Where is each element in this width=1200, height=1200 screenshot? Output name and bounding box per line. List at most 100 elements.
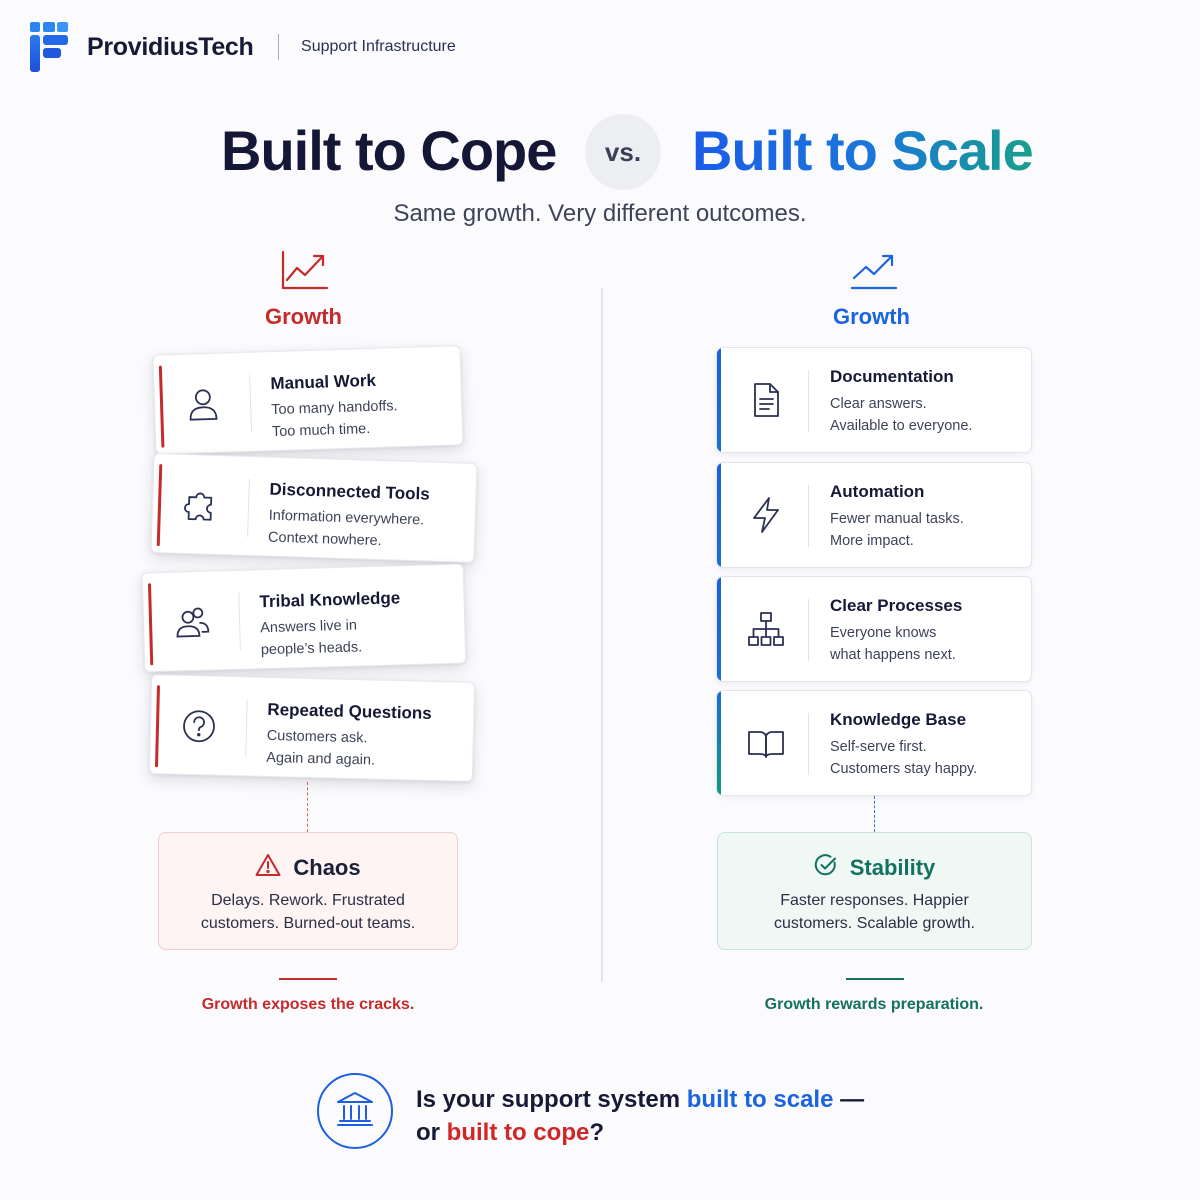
card-desc-line2: More impact. [830, 533, 914, 549]
outcome-line1: Faster responses. Happier [780, 892, 969, 909]
outcome-line2: customers. Burned-out teams. [200, 915, 416, 932]
document-icon [747, 381, 785, 419]
header: ProvidiusTech Support Infrastructure [30, 20, 456, 74]
card-divider [808, 485, 809, 547]
card-description: Everyone knows what happens next. [830, 622, 956, 666]
card-divider [247, 478, 250, 537]
providius-logo-icon [30, 20, 70, 74]
growth-chart-icon [850, 250, 898, 295]
title-row: Built to Cope vs. Built to Scale [0, 112, 1200, 192]
card-title: Repeated Questions [267, 699, 432, 723]
card-description: Customers ask. Again and again. [266, 725, 376, 772]
card-description: Information everywhere. Context nowhere. [268, 505, 425, 554]
card-documentation: Documentation Clear answers. Available t… [716, 347, 1032, 453]
outcome-heading: Chaos [159, 853, 457, 883]
header-divider [277, 34, 280, 60]
title-built-to-scale: Built to Scale [692, 119, 1034, 182]
growth-chart-icon [281, 250, 329, 295]
hierarchy-icon [747, 610, 785, 648]
bank-icon [335, 1090, 375, 1133]
card-divider [245, 699, 248, 758]
card-automation: Automation Fewer manual tasks. More impa… [716, 462, 1032, 568]
warning-icon [255, 853, 281, 883]
brand-name: ProvidiusTech [87, 32, 254, 61]
card-desc-line2: people’s heads. [260, 639, 363, 659]
card-repeated-questions: Repeated Questions Customers ask. Again … [148, 674, 476, 782]
tagline-rule-left [279, 978, 337, 980]
card-title: Clear Processes [830, 596, 963, 615]
cta-question: Is your support system built to scale — … [416, 1083, 864, 1149]
outcome-description: Delays. Rework. Frustrated customers. Bu… [159, 889, 457, 935]
outcome-stability: Stability Faster responses. Happier cust… [717, 832, 1032, 950]
vs-label: vs. [604, 136, 642, 167]
tagline-right: Growth rewards preparation. [764, 996, 984, 1013]
cta-line2: or built to cope? [416, 1116, 864, 1149]
cta-built-to-cope: built to cope [446, 1119, 590, 1146]
cta-part3: or [416, 1119, 447, 1146]
card-title: Automation [830, 482, 925, 501]
card-desc-line1: Answers live in [260, 617, 358, 637]
book-icon [747, 724, 785, 762]
check-circle-icon [814, 853, 838, 883]
connector-left [307, 782, 308, 832]
card-title: Manual Work [270, 370, 377, 394]
tagline-rule-right [846, 978, 904, 980]
card-desc-line1: Clear answers. [830, 396, 927, 412]
center-divider [601, 288, 603, 982]
card-description: Fewer manual tasks. More impact. [830, 508, 964, 552]
outcome-line1: Delays. Rework. Frustrated [211, 892, 405, 909]
card-description: Self-serve first. Customers stay happy. [830, 736, 977, 780]
card-title: Knowledge Base [830, 710, 967, 729]
card-divider [808, 370, 809, 432]
connector-right [874, 796, 875, 832]
cta-part2: — [833, 1086, 865, 1113]
puzzle-icon [182, 487, 219, 524]
card-title: Tribal Knowledge [259, 588, 401, 612]
card-divider [808, 713, 809, 775]
outcome-title: Stability [849, 855, 936, 880]
card-description: Too many handoffs. Too much time. [271, 395, 399, 443]
lightning-icon [747, 496, 785, 534]
card-desc-line1: Self-serve first. [830, 739, 927, 755]
card-desc-line2: Customers stay happy. [830, 761, 978, 777]
card-title: Documentation [830, 367, 954, 386]
page-subtitle: Same growth. Very different outcomes. [393, 200, 807, 227]
outcome-description: Faster responses. Happier customers. Sca… [718, 889, 1031, 935]
cta-line1: Is your support system built to scale — [416, 1083, 864, 1116]
card-divider [249, 374, 253, 433]
card-desc-line2: Too much time. [271, 421, 371, 441]
card-divider [808, 599, 809, 661]
card-clear-processes: Clear Processes Everyone knows what happ… [716, 576, 1032, 682]
card-title: Disconnected Tools [269, 479, 431, 504]
tagline-left: Growth exposes the cracks. [201, 996, 415, 1013]
outcome-heading: Stability [718, 853, 1031, 883]
cta-part4: ? [589, 1119, 604, 1146]
card-desc-line2: Available to everyone. [830, 418, 973, 434]
cta-part1: Is your support system [416, 1086, 687, 1113]
card-disconnected-tools: Disconnected Tools Information everywher… [150, 452, 478, 564]
outcome-title: Chaos [293, 855, 361, 880]
title-built-to-cope: Built to Cope [221, 119, 557, 182]
card-knowledge-base: Knowledge Base Self-serve first. Custome… [716, 690, 1032, 796]
outcome-line2: customers. Scalable growth. [774, 915, 975, 932]
card-desc-line2: Again and again. [266, 749, 376, 769]
cta-built-to-scale: built to scale [686, 1086, 834, 1113]
growth-label-right: Growth [833, 304, 910, 329]
card-desc-line1: Everyone knows [830, 625, 937, 641]
user-icon [185, 386, 222, 423]
card-desc-line1: Too many handoffs. [271, 398, 398, 419]
card-desc-line1: Fewer manual tasks. [830, 511, 964, 527]
card-manual-work: Manual Work Too many handoffs. Too much … [152, 345, 464, 455]
card-description: Answers live in people’s heads. [260, 614, 363, 661]
card-desc-line2: what happens next. [830, 647, 956, 663]
cta-badge [317, 1073, 393, 1149]
outcome-chaos: Chaos Delays. Rework. Frustrated custome… [158, 832, 458, 950]
users-icon [174, 604, 211, 641]
question-icon [181, 708, 218, 745]
card-desc-line1: Customers ask. [266, 727, 368, 747]
header-subtitle: Support Infrastructure [301, 38, 456, 55]
growth-label-left: Growth [265, 304, 342, 329]
card-description: Clear answers. Available to everyone. [830, 393, 972, 437]
vs-badge: vs. [585, 114, 661, 190]
card-divider [238, 592, 241, 651]
